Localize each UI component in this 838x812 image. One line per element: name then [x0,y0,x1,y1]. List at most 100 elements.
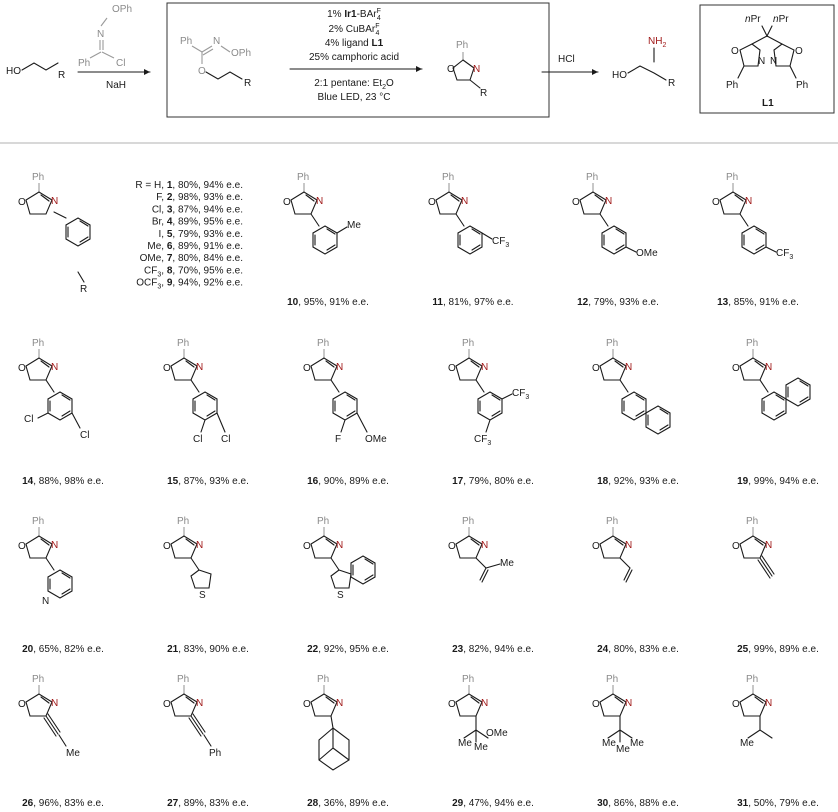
ligand-ph1: Ph [726,80,738,91]
compound-caption: 16, 90%, 89% e.e. [307,476,389,487]
compound-23: Me [447,515,514,583]
n-label: N [97,29,104,40]
compound-caption: 27, 89%, 83% e.e. [167,798,249,809]
compound-caption: 28, 36%, 89% e.e. [307,798,389,809]
oxazoline-product: Ph O N R [447,40,487,99]
compound-caption: 31, 50%, 79% e.e. [737,798,819,809]
compound-caption: 29, 47%, 94% e.e. [452,798,534,809]
cond-3: 4% ligand L1 [325,38,384,49]
cf3-label: CF3 [474,434,491,447]
cond-5: 2:1 pentane: Et2O [314,78,394,91]
cf3-label: CF3 [492,236,509,249]
compound-11: CF3 [427,171,509,255]
prod-ph: Ph [456,40,468,51]
imidate-intermediate: Ph N OPh O R [180,36,251,89]
compound-caption: 18, 92%, 93% e.e. [597,476,679,487]
oph-label: OPh [112,4,132,15]
series-1-line: OCF3, 9, 94%, 92% e.e. [136,278,243,291]
ligand-label: L1 [762,98,774,109]
series-1-block: R R = H, 1, 80%, 94% e.e.F, 2, 98%, 93% … [17,171,243,295]
compound-25 [731,515,775,579]
compound-caption: 21, 83%, 90% e.e. [167,644,249,655]
cl-label: Cl [221,434,230,445]
thiophene-s: S [199,590,206,601]
me-label: Me [602,738,616,749]
compound-caption: 24, 80%, 83% e.e. [597,644,679,655]
prod-r: R [480,88,487,99]
nh2-label: NH2 [648,36,666,49]
int-ph: Ph [180,36,192,47]
ligand-o2: O [795,46,803,57]
cl-label: Cl [80,430,89,441]
series-1-line: CF3, 8, 70%, 95% e.e. [144,265,243,278]
me-label: Me [458,738,472,749]
hcl-label: HCl [558,54,575,65]
ph-label: Ph [209,748,221,759]
compound-24 [591,515,633,583]
cl-label: Cl [193,434,202,445]
compound-28 [302,673,350,771]
thiophene-s: S [337,590,344,601]
ome-label: OMe [486,728,508,739]
int-n: N [213,36,220,47]
ho-label: HO [6,66,21,77]
series-1-line: I, 5, 79%, 93% e.e. [158,229,243,240]
me-label: Me [474,742,488,753]
series-1-line: Br, 4, 89%, 95% e.e. [152,217,243,228]
me-label: Me [630,738,644,749]
int-o: O [198,66,206,77]
compound-caption: 30, 86%, 88% e.e. [597,798,679,809]
int-oph: OPh [231,48,251,59]
series-1-line: R = H, 1, 80%, 94% e.e. [135,180,243,191]
ligand-o1: O [731,46,739,57]
series-1-r: R [80,284,87,295]
ligand-box [699,4,835,114]
cond-4: 25% camphoric acid [309,52,399,63]
compound-20: N [17,515,73,607]
amino-alcohol-product: NH2 HO R [612,36,675,89]
ligand-l1-structure: nPr nPr O N O N Ph Ph L1 [726,14,808,109]
compound-caption: 26, 96%, 83% e.e. [22,798,104,809]
compound-26: Me [17,673,80,759]
me-label: Me [616,744,630,755]
cond-6: Blue LED, 23 °C [318,92,391,103]
ligand-n2: N [770,56,777,67]
series-1-lines: R = H, 1, 80%, 94% e.e.F, 2, 98%, 93% e.… [135,180,243,291]
compound-caption: 13, 85%, 91% e.e. [717,297,799,308]
compound-caption: 15, 87%, 93% e.e. [167,476,249,487]
r-label: R [58,70,65,81]
compound-19 [731,337,811,421]
cl-label: Cl [24,414,33,425]
amine-ho: HO [612,70,627,81]
compound-18 [591,337,671,435]
f-label: F [335,434,341,445]
compound-27: Ph [162,673,221,759]
series-1-line: Me, 6, 89%, 91% e.e. [147,241,243,252]
compound-caption: 17, 79%, 80% e.e. [452,476,534,487]
ligand-npr-1: nPr [745,14,761,25]
me-label: Me [740,738,754,749]
cf3-label: CF3 [512,388,529,401]
me-label: Me [66,748,80,759]
me-label: Me [500,558,514,569]
compound-10: Me [282,171,361,255]
compound-caption: 11, 81%, 97% e.e. [432,297,513,308]
compound-22: S [302,515,376,601]
compound-caption: 22, 92%, 95% e.e. [307,644,389,655]
conditions-box [166,2,550,118]
series-1-line: OMe, 7, 80%, 84% e.e. [140,253,243,264]
ph-label: Ph [78,58,90,69]
amine-r: R [668,78,675,89]
ligand-n1: N [758,56,765,67]
ome-label: OMe [365,434,387,445]
starting-alcohol: HO R [6,62,65,81]
compound-caption: 25, 99%, 89% e.e. [737,644,819,655]
